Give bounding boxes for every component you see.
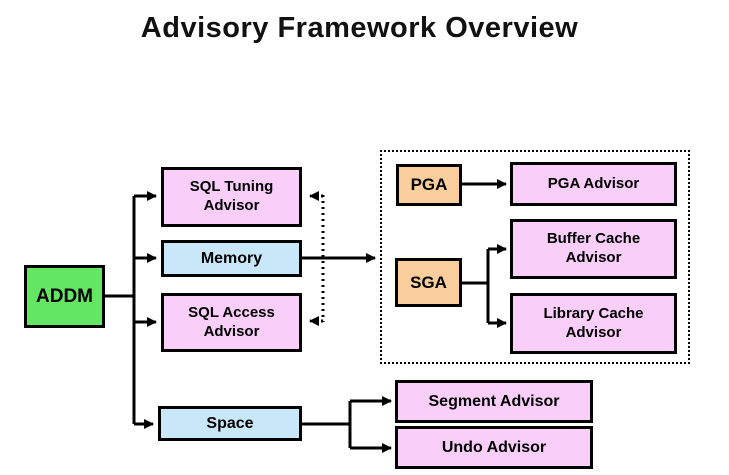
node-segment-advisor: Segment Advisor xyxy=(395,380,593,423)
diagram-title: Advisory Framework Overview xyxy=(140,12,579,44)
node-sql-access-advisor: SQL Access Advisor xyxy=(161,293,302,352)
node-pga: PGA xyxy=(396,164,462,206)
node-addm: ADDM xyxy=(24,265,105,328)
node-sql-tuning-advisor: SQL Tuning Advisor xyxy=(161,167,302,227)
node-buffer-cache-advisor: Buffer Cache Advisor xyxy=(510,219,677,279)
node-library-cache-advisor: Library Cache Advisor xyxy=(510,293,677,354)
memory-advisors-group-frame xyxy=(380,150,690,364)
node-memory: Memory xyxy=(161,240,302,277)
node-space: Space xyxy=(158,406,302,441)
node-sga: SGA xyxy=(395,258,462,307)
node-undo-advisor: Undo Advisor xyxy=(395,426,593,469)
node-pga-advisor: PGA Advisor xyxy=(510,162,677,206)
